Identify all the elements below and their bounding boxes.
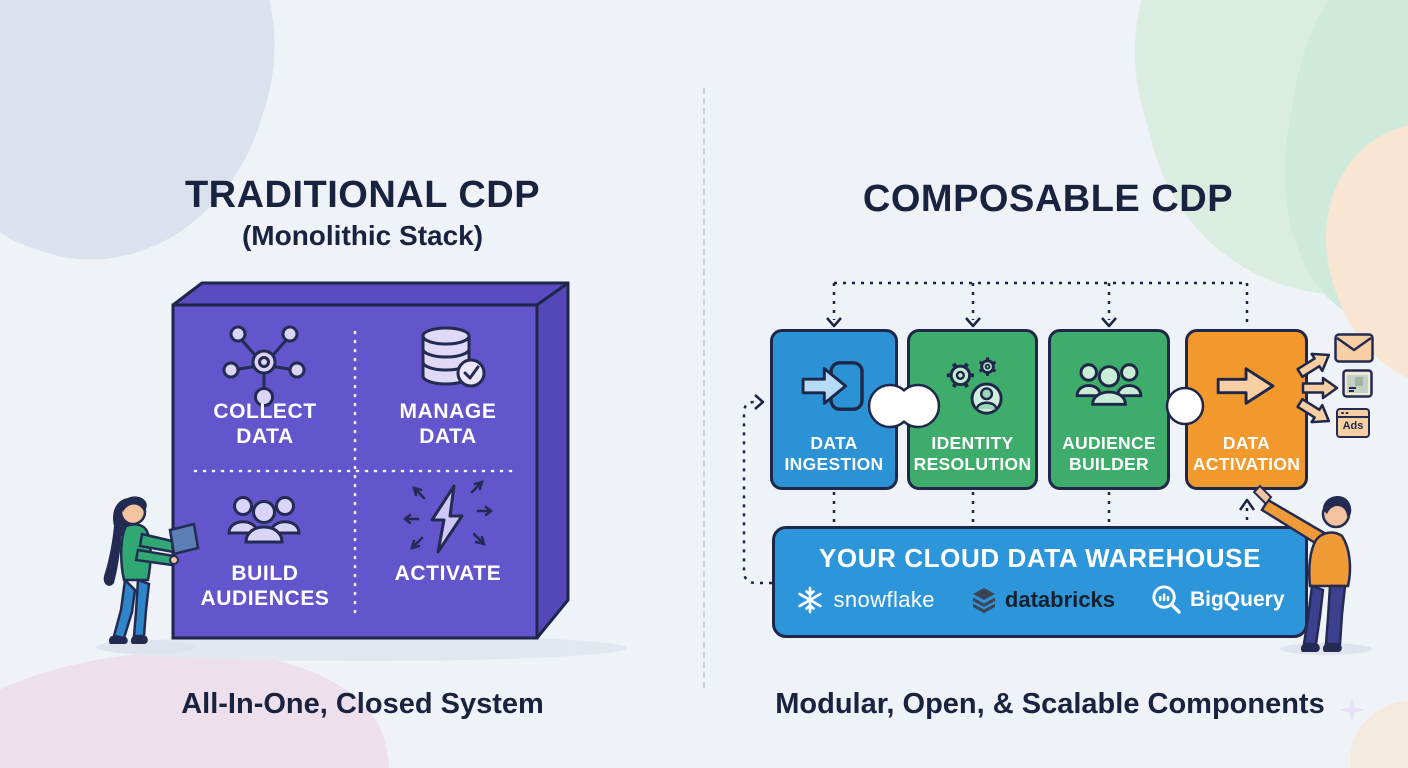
left-caption: All-In-One, Closed System: [181, 688, 544, 720]
arrowhead-right-loop: [754, 394, 765, 410]
snowflake-logo-icon: [798, 586, 823, 613]
left-subtitle: (Monolithic Stack): [241, 220, 484, 251]
network-nodes-icon: [222, 325, 306, 407]
warehouse-vendors: snowflake databricks BigQuery: [795, 584, 1285, 615]
quadrant-label-build-audiences: BUILD AUDIENCES: [200, 562, 330, 610]
quadrant-label-collect-data: COLLECT DATA: [213, 400, 317, 448]
person-right-illustration: [1252, 484, 1372, 655]
decorative-blob-top-left: [0, 0, 322, 303]
monolith-shadow: [103, 635, 627, 661]
database-check-icon: [421, 326, 486, 388]
warehouse-title: YOUR CLOUD DATA WAREHOUSE: [818, 543, 1262, 573]
webpage-icon: [1342, 369, 1373, 398]
laptop: [168, 522, 200, 556]
right-caption: Modular, Open, & Scalable Components: [775, 688, 1325, 720]
person-left-illustration: [96, 496, 200, 654]
vendor-snowflake: snowflake: [795, 585, 935, 615]
puzzle-notch: [1165, 386, 1205, 426]
arrowhead-up-activation: [1238, 498, 1256, 511]
left-title-block: TRADITIONAL CDP (Monolithic Stack): [115, 174, 610, 252]
quadrant-label-manage-data: MANAGE DATA: [399, 400, 497, 448]
right-title: COMPOSABLE CDP: [862, 178, 1234, 220]
man-torso: [1308, 531, 1352, 588]
dashed-connectors: [742, 281, 1256, 585]
quadrant-label-activate: ACTIVATE: [394, 562, 502, 585]
lightning-burst-icon: [402, 480, 494, 554]
activation-output-arrows: [1296, 352, 1339, 424]
arrowhead-down-3: [1101, 317, 1117, 328]
center-divider: [703, 88, 705, 688]
monolith-top-face: [171, 281, 570, 307]
audience-builder-icon: [1072, 332, 1146, 433]
databricks-logo-icon: [972, 587, 995, 613]
puzzle-overlay: [867, 352, 1339, 429]
ads-window-icon: Ads: [1336, 408, 1370, 438]
monolith-side-face: [535, 281, 570, 640]
ads-window-titlebar: [1338, 410, 1368, 418]
arrowhead-down-2: [965, 317, 981, 328]
puzzle-knob: [867, 383, 941, 429]
left-title: TRADITIONAL CDP: [184, 174, 541, 216]
vendor-databricks: databricks: [971, 587, 1115, 613]
warehouse-feedback-loop: [742, 400, 772, 585]
data-ingestion-icon: [801, 332, 867, 433]
monolith-box: [103, 281, 627, 661]
sparkle-icon: [1340, 698, 1364, 722]
audience-group-icon: [227, 496, 301, 544]
right-title-block: COMPOSABLE CDP: [808, 178, 1288, 220]
bigquery-logo-icon: [1152, 585, 1181, 614]
man-pointing-hand: [1252, 484, 1273, 506]
data-activation-icon: [1215, 332, 1279, 433]
email-envelope-icon: [1334, 333, 1374, 363]
arrowhead-down-1: [826, 317, 842, 328]
man-hair: [1322, 496, 1352, 517]
cloud-data-warehouse: YOUR CLOUD DATA WAREHOUSE snowflake data…: [772, 526, 1308, 638]
quadrant-dividers: [193, 330, 518, 617]
identity-gears-icon: [938, 332, 1008, 433]
vendor-bigquery: BigQuery: [1151, 584, 1285, 615]
